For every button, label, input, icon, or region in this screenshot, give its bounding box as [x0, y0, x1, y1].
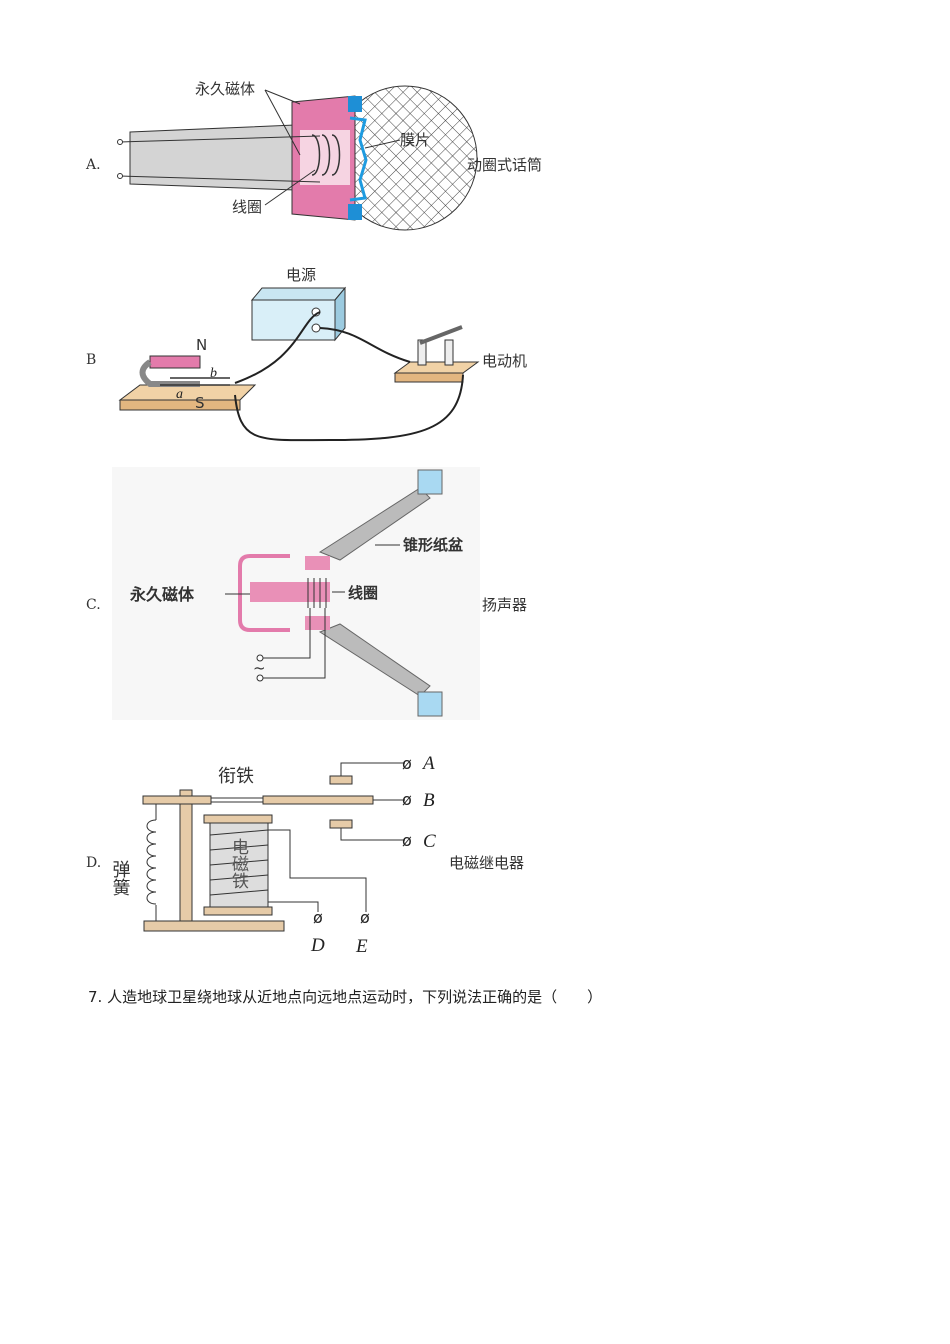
- label-cone: 锥形纸盆: [403, 536, 464, 554]
- label-magnet: 永久磁体: [129, 585, 195, 604]
- label-diaphragm: 膜片: [400, 131, 430, 149]
- label-b: b: [210, 366, 217, 381]
- option-d-letter: D.: [86, 855, 102, 871]
- label-electromagnet: 电磁铁: [228, 838, 249, 889]
- svg-text:ø: ø: [402, 790, 412, 809]
- svg-text:ø: ø: [360, 908, 370, 927]
- caption-relay: 电磁继电器: [449, 854, 524, 872]
- caption-motor: 电动机: [482, 352, 527, 370]
- terminal-b: B: [423, 790, 435, 811]
- label-spring: 弹簧: [110, 860, 131, 896]
- option-a-letter: A.: [86, 157, 101, 173]
- caption-speaker: 扬声器: [482, 596, 527, 614]
- label-a: a: [176, 387, 183, 402]
- label-armature: 衔铁: [218, 766, 254, 787]
- terminal-e: E: [355, 936, 368, 957]
- label-power: 电源: [286, 266, 316, 284]
- svg-text:ø: ø: [313, 908, 323, 927]
- svg-text:ø: ø: [402, 754, 412, 773]
- terminal-d: D: [310, 935, 325, 956]
- label-coil: 线圈: [232, 198, 262, 216]
- microphone-diagram: 永久磁体 膜片 线圈 动圈式话筒: [117, 80, 542, 231]
- svg-text:ø: ø: [402, 831, 412, 850]
- terminal-c: C: [423, 831, 436, 852]
- label-coil: 线圈: [348, 584, 378, 602]
- terminal-a: A: [421, 753, 435, 774]
- option-c-letter: C.: [86, 597, 101, 613]
- label-magnet: 永久磁体: [195, 80, 255, 98]
- speaker-diagram: 锥形纸盆 永久磁体 线圈 ~ 扬声器: [112, 467, 527, 720]
- motor-circuit-diagram: 电源 N S a b 电动机: [118, 266, 527, 442]
- option-b-letter: B: [86, 352, 97, 368]
- caption-microphone: 动圈式话筒: [467, 156, 542, 174]
- label-s: S: [195, 394, 205, 412]
- label-ac: ~: [253, 659, 266, 677]
- question-7: 7. 人造地球卫星绕地球从近地点向远地点运动时，下列说法正确的是（ ）: [88, 988, 603, 1006]
- label-n: N: [196, 336, 207, 354]
